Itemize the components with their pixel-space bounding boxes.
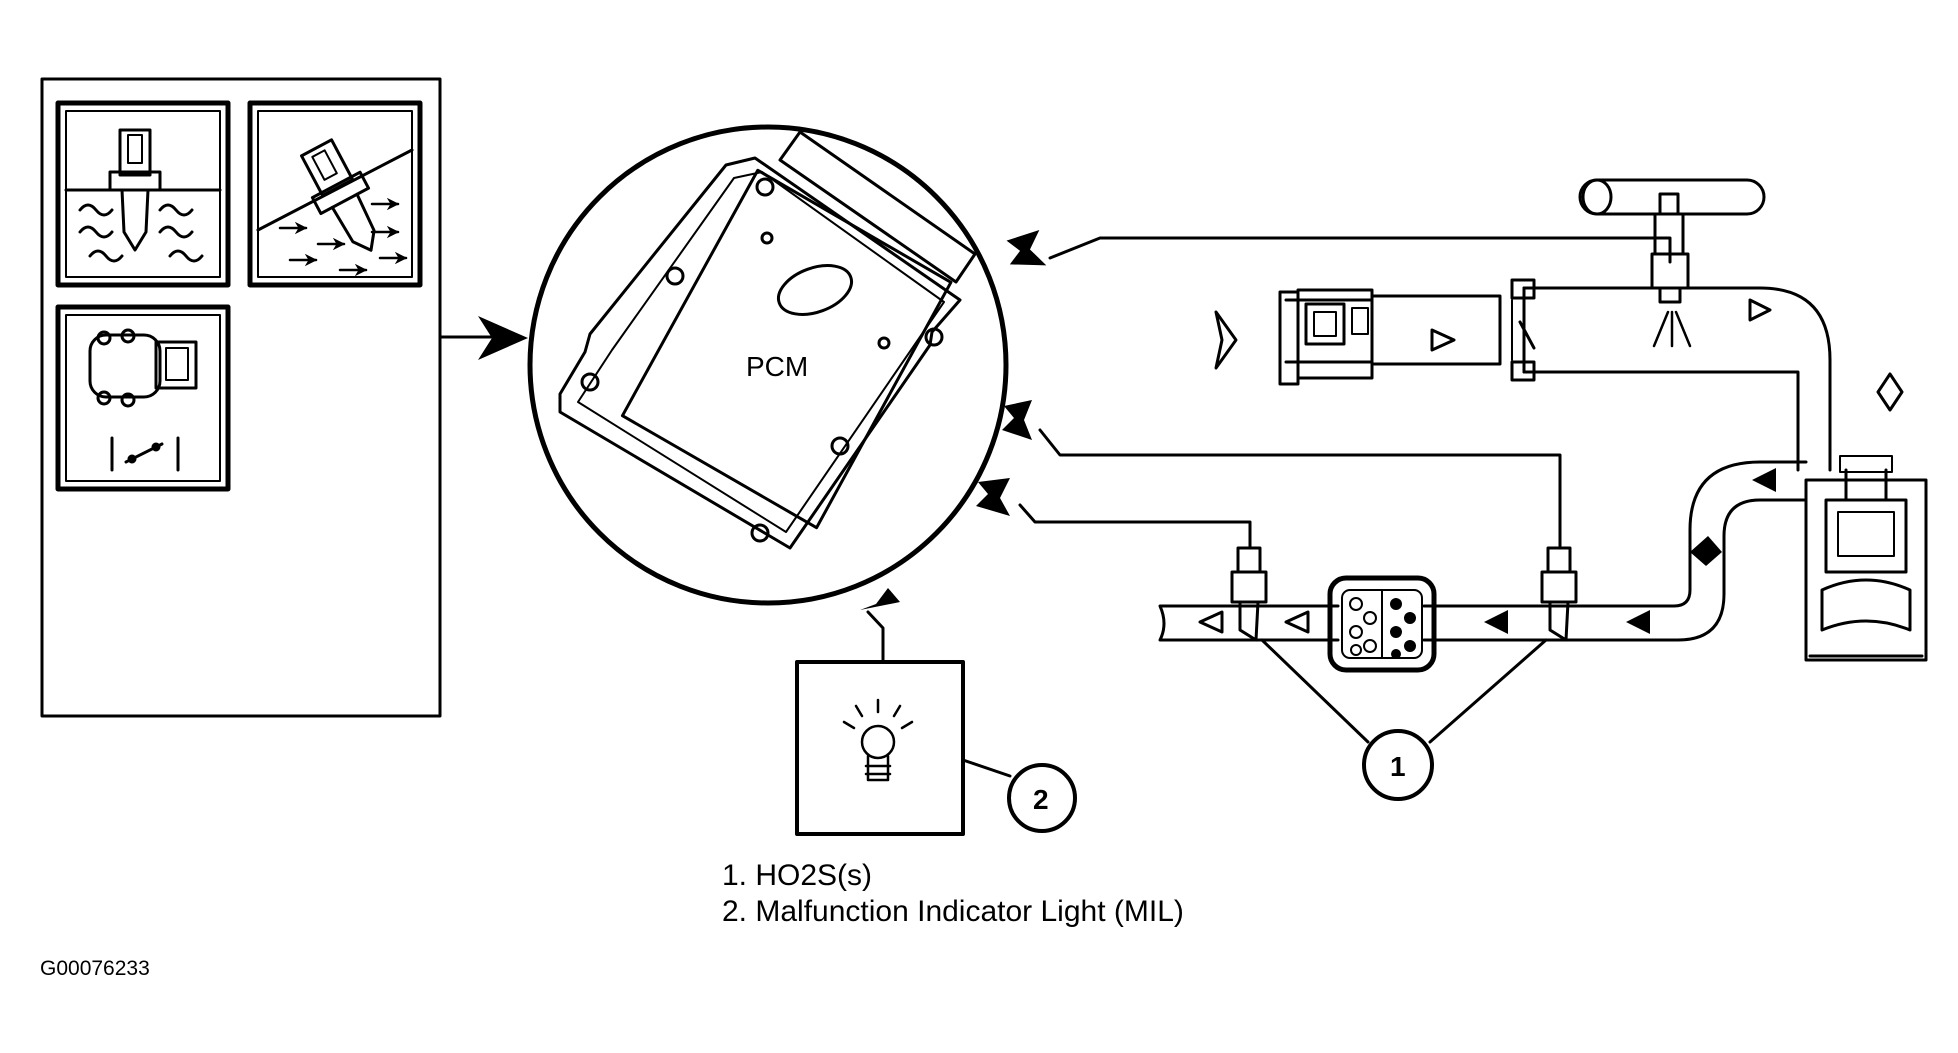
exhaust-flow-arrows: [1484, 468, 1776, 634]
callout-2: 2: [961, 758, 1077, 833]
throttle-body-icon: [1510, 278, 1536, 382]
catalytic-converter-icon: [1327, 575, 1437, 673]
sensor-panel: [40, 77, 442, 718]
downstream-ho2s-to-pcm-line: [1038, 428, 1562, 550]
svg-text:2: 2: [1033, 784, 1049, 815]
legend: 1. HO2S(s) 2. Malfunction Indicator Ligh…: [722, 858, 1184, 930]
legend-item-ho2s: 1. HO2S(s): [722, 859, 873, 892]
callout-1: 1: [1260, 638, 1548, 801]
intake-system: [1214, 178, 1904, 472]
pcm-circle: [527, 124, 1009, 606]
figure-id: G00076233: [40, 957, 150, 980]
exhaust-system: [1158, 460, 1808, 673]
pcm-label: PCM: [746, 351, 808, 382]
mil-lamp-box: [795, 660, 965, 836]
mil-to-pcm-line: [866, 610, 885, 664]
airflow-arrows: [278, 197, 408, 277]
panel-to-pcm-arrowhead: [478, 316, 528, 360]
mass-air-flow-sensor-icon: [247, 100, 423, 288]
svg-text:1: 1: [1390, 751, 1406, 782]
coolant-temperature-sensor-icon: [55, 100, 231, 288]
upstream-ho2s-to-pcm-line: [1018, 503, 1252, 550]
injector-to-pcm-line: [1048, 236, 1672, 264]
mil-bulb-icon: [842, 698, 914, 782]
engine-cylinder-icon: [1804, 455, 1928, 662]
intake-flow-arrows: [1214, 298, 1904, 412]
sensor-panel-frame: [40, 77, 442, 718]
pcm-board: [558, 156, 962, 550]
legend-item-mil: 2. Malfunction Indicator Light (MIL): [722, 895, 1184, 928]
upstream-ho2s-icon: [1540, 546, 1578, 642]
fuel-injector-icon: [1650, 192, 1692, 348]
pcm-input-arrows: [860, 229, 1047, 610]
pcm-module: PCM: [527, 124, 1009, 606]
downstream-ho2s-icon: [1230, 546, 1268, 642]
throttle-position-sensor-icon: [55, 304, 231, 492]
